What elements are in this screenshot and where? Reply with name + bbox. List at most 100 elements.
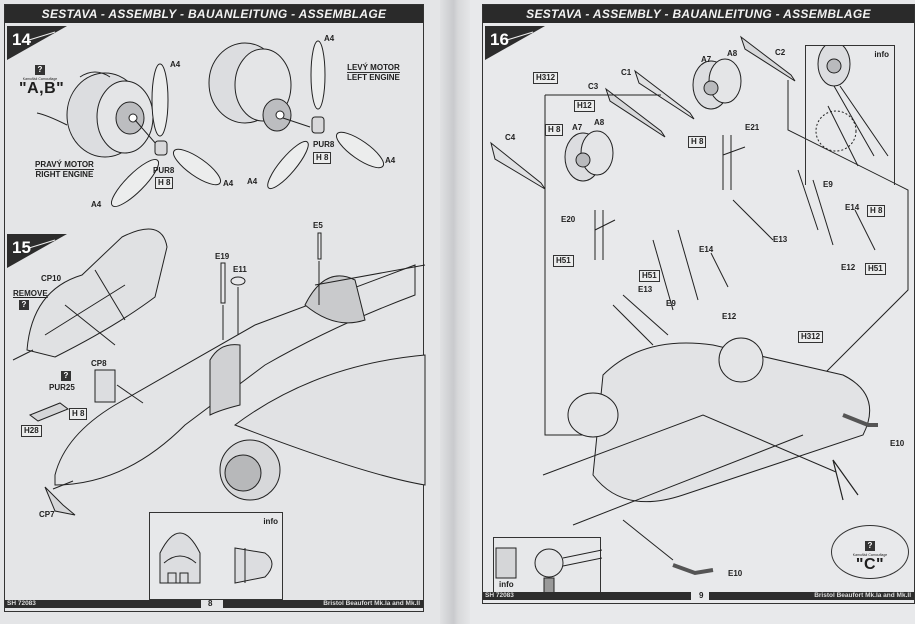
info-label: info <box>874 50 889 59</box>
part-e10 <box>842 413 878 427</box>
part-label: E5 <box>313 221 323 230</box>
propeller-blade <box>335 131 385 169</box>
camouflage-note-c: ? Kamufláž Camouflage "C" <box>832 535 908 573</box>
nose-detail-drawing <box>159 532 273 584</box>
info-label: info <box>499 580 514 589</box>
engine-nacelle <box>718 337 764 383</box>
part-label: E19 <box>215 252 230 261</box>
propeller-hub <box>311 116 325 134</box>
part-e5 <box>317 232 322 260</box>
part-label: E13 <box>773 235 788 244</box>
step-number: 14 <box>12 30 31 49</box>
part-label: C3 <box>588 82 599 91</box>
part-label: A4 <box>223 179 234 188</box>
propeller-blade <box>151 63 169 137</box>
step-15-fuselage-drawing <box>12 228 426 516</box>
step-15-badge: 15 <box>7 234 67 268</box>
part-label: CP8 <box>91 359 107 368</box>
aircraft-underside <box>592 342 871 503</box>
gear-detail-drawing <box>815 41 889 167</box>
camouflage-code: "C" <box>855 556 885 573</box>
footer-code: SH 72083 <box>483 592 691 600</box>
rod-e13 <box>622 294 669 336</box>
part-label: C2 <box>775 48 786 57</box>
camouflage-callout-c: ? Kamufláž Camouflage "C" <box>831 525 909 579</box>
paint-box: H 8 <box>688 136 707 148</box>
footer-code: SH 72083 <box>5 600 201 608</box>
part-e19 <box>220 262 226 304</box>
part-label: E20 <box>561 215 576 224</box>
page-number: 9 <box>699 591 704 600</box>
part-label: E13 <box>638 285 653 294</box>
step-number: 16 <box>490 30 509 49</box>
camouflage-small-text: Kamufláž Camouflage <box>852 553 888 557</box>
tailwheel-detail-drawing <box>495 547 603 595</box>
page-footer: SH 72083 9 Bristol Beaufort Mk.Ia and Mk… <box>483 591 914 603</box>
paint-box: H51 <box>553 255 574 267</box>
propeller-blade <box>110 158 160 208</box>
info-box-gear: info <box>805 41 895 185</box>
rod <box>812 179 834 246</box>
part-label: A7 <box>701 55 712 64</box>
part-label: A4 <box>385 156 396 165</box>
question-square-icon: ? <box>865 541 875 551</box>
footer-title: Bristol Beaufort Mk.Ia and Mk.II <box>223 600 423 608</box>
part-label: E9 <box>823 180 833 189</box>
assembly-header: SESTAVA - ASSEMBLY - BAUANLEITUNG - ASSE… <box>483 5 914 23</box>
part-label: E12 <box>722 312 737 321</box>
step-16-landing-gear-drawing <box>490 35 909 576</box>
step-number: 15 <box>12 238 31 257</box>
page-frame: SESTAVA - ASSEMBLY - BAUANLEITUNG - ASSE… <box>482 4 915 604</box>
question-square-icon: ? <box>61 371 71 381</box>
gear-door-c3 <box>605 87 666 138</box>
book-gutter <box>440 0 470 624</box>
part-label: A4 <box>247 177 258 186</box>
strut-e21 <box>722 135 746 190</box>
wing <box>233 354 426 486</box>
rod <box>677 229 699 301</box>
propeller-blade <box>310 40 326 110</box>
photo-etch-pur25 <box>28 402 70 422</box>
part-label: CP7 <box>39 510 55 519</box>
assembly-header: SESTAVA - ASSEMBLY - BAUANLEITUNG - ASSE… <box>5 5 423 23</box>
paint-box: H 8 <box>313 152 332 164</box>
info-label: info <box>263 517 278 526</box>
paint-box: H51 <box>865 263 886 275</box>
paint-box: H312 <box>533 72 559 84</box>
part-e11 <box>230 276 246 286</box>
part-label: A8 <box>727 49 738 58</box>
left-engine-label: LEVÝ MOTOR LEFT ENGINE <box>347 63 400 82</box>
camouflage-code: "A,B" <box>19 80 65 97</box>
part-label: E12 <box>841 263 856 272</box>
part-label: PUR25 <box>49 383 75 392</box>
part-label: CP10 <box>41 274 62 283</box>
part-cp7 <box>44 486 76 516</box>
canopy-cp10 <box>26 228 168 358</box>
rod <box>854 209 876 251</box>
propeller-hub <box>154 140 168 156</box>
part-label: E14 <box>845 203 860 212</box>
propeller-blade <box>172 148 222 186</box>
step-badge-shape <box>485 26 545 60</box>
rod <box>797 169 819 231</box>
paint-box: H 8 <box>867 205 886 217</box>
question-square-icon: ? <box>35 65 45 75</box>
page-frame: SESTAVA - ASSEMBLY - BAUANLEITUNG - ASSE… <box>4 4 426 612</box>
remove-label: REMOVE <box>13 289 48 298</box>
step-16-badge: 16 <box>485 26 545 60</box>
camouflage-note-ab: ? Kamufláž Camouflage "A,B" <box>19 59 65 97</box>
paint-box: H28 <box>21 425 42 437</box>
right-engine-label: PRAVÝ MOTOR RIGHT ENGINE <box>35 160 94 179</box>
page-number: 8 <box>208 599 213 608</box>
rod <box>732 199 774 241</box>
camouflage-small-text: Kamufláž Camouflage <box>22 77 58 81</box>
rod-e13 <box>612 304 654 346</box>
rod <box>652 239 674 311</box>
paint-box: H312 <box>798 331 824 343</box>
info-box-tailwheel: info <box>493 537 603 595</box>
part-label: A4 <box>91 200 102 209</box>
part-label: E10 <box>890 439 905 448</box>
step-14-engine-drawing <box>36 40 385 208</box>
part-label: A7 <box>572 123 583 132</box>
part-label: E11 <box>233 265 247 274</box>
